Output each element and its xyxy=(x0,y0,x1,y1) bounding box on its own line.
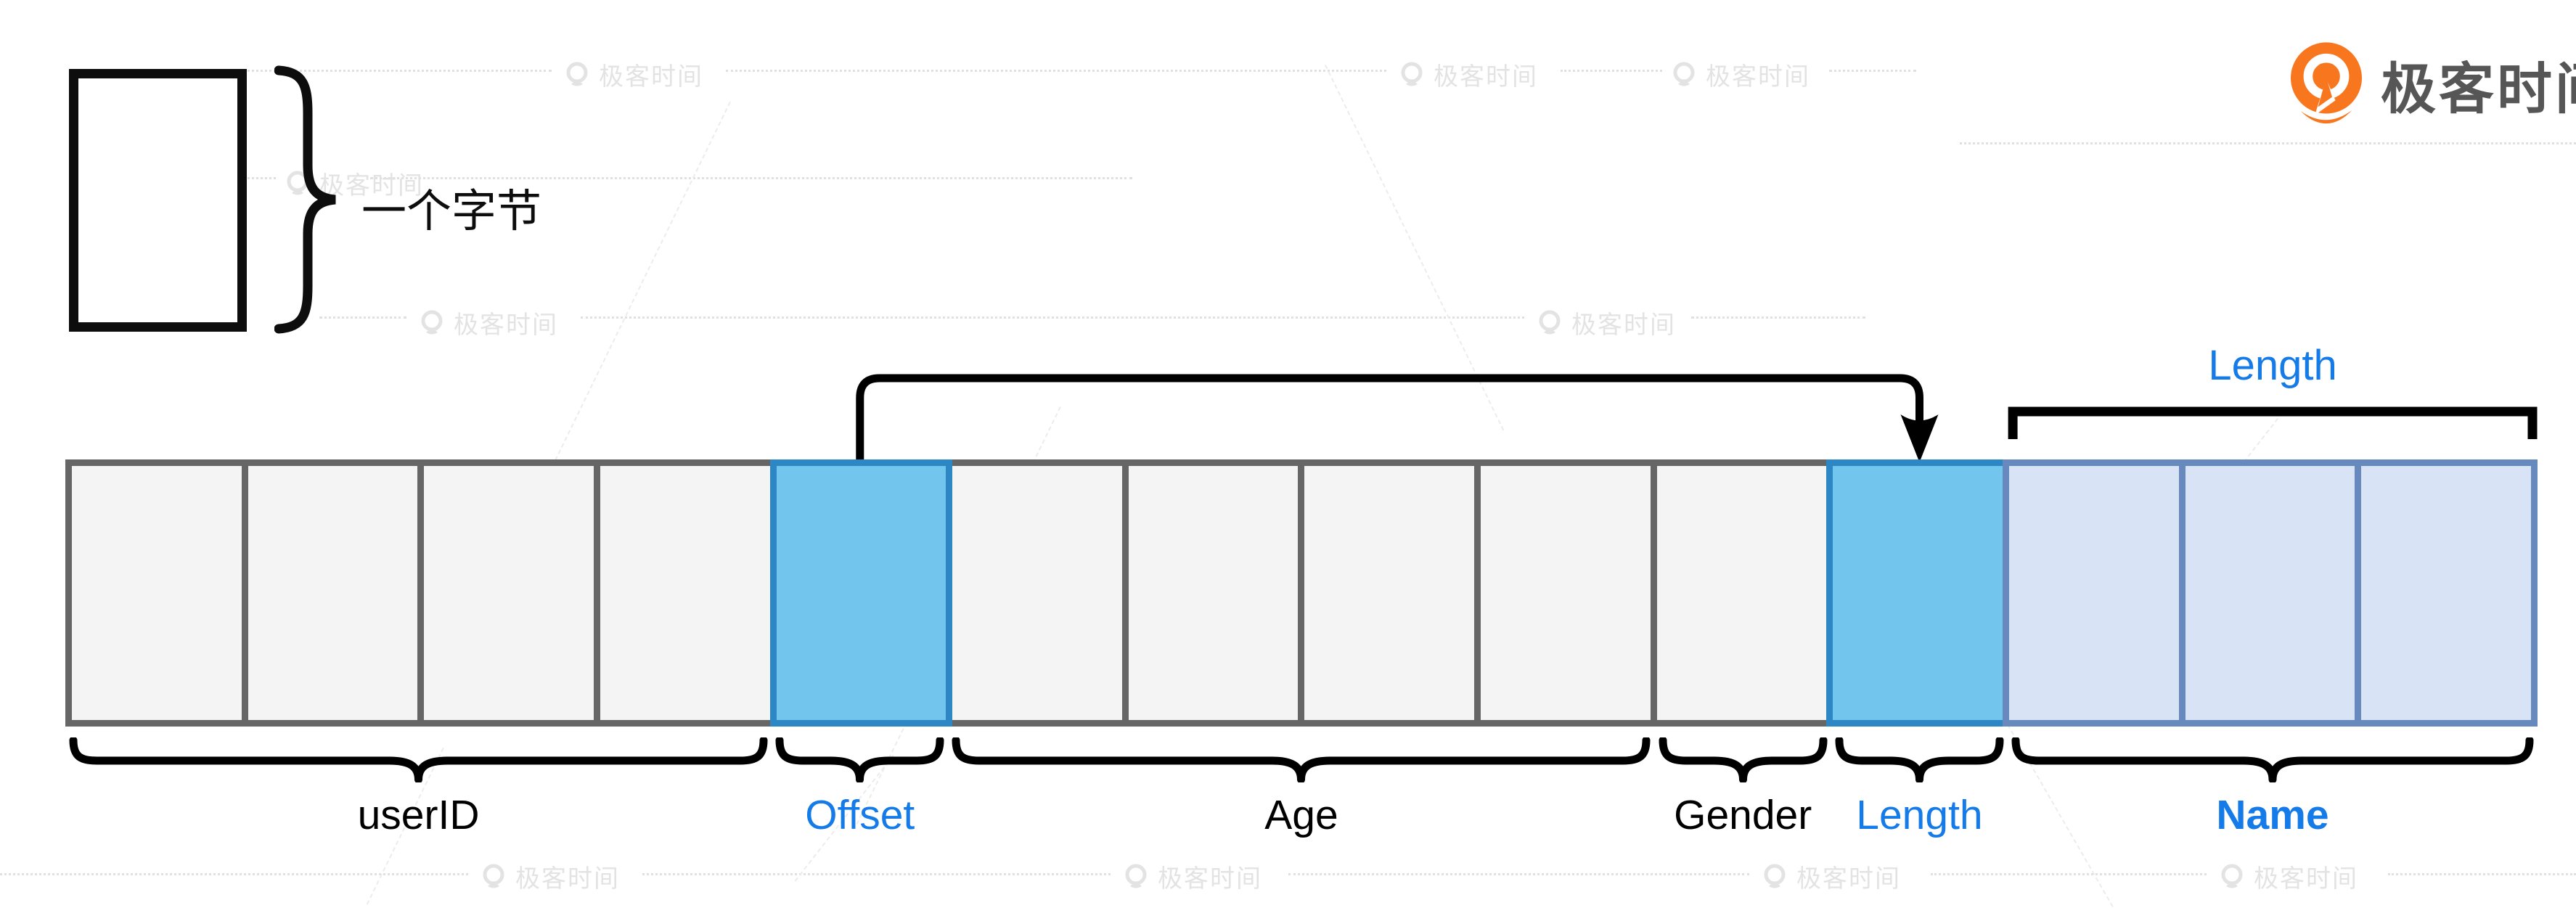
geektime-watermark-icon xyxy=(1673,62,1695,86)
one-byte-brace xyxy=(274,65,336,334)
byte-cell-name-2 xyxy=(2178,459,2362,727)
brand-logo: 极客时间 xyxy=(2285,41,2576,128)
geektime-watermark-icon xyxy=(2221,864,2243,888)
geektime-watermark-icon xyxy=(1401,62,1423,86)
geektime-logo-icon xyxy=(2290,42,2363,124)
field-group-userid: userID xyxy=(65,737,772,838)
byte-cell-userid-3 xyxy=(417,459,600,727)
dotted-guide-line xyxy=(1960,142,2576,144)
diagonal-guide-line xyxy=(1325,65,1505,431)
field-label-length: Length xyxy=(1856,792,1983,838)
dotted-guide-line xyxy=(581,316,1524,319)
byte-cell-age-4 xyxy=(1474,459,1657,727)
byte-cell-age-2 xyxy=(1121,459,1305,727)
geektime-watermark: 极客时间 xyxy=(1760,859,1901,894)
field-group-offset: Offset xyxy=(772,737,948,838)
geektime-watermark: 极客时间 xyxy=(1535,305,1676,340)
dotted-guide-line xyxy=(0,873,468,875)
byte-cell-name-3 xyxy=(2355,459,2538,727)
dotted-guide-line xyxy=(642,873,1111,875)
geektime-watermark: 极客时间 xyxy=(563,57,703,92)
watermark-text: 极客时间 xyxy=(1434,63,1538,91)
field-label-offset: Offset xyxy=(805,792,915,838)
underbrace-userid xyxy=(69,737,768,782)
underbrace-name xyxy=(2011,737,2534,782)
name-length-label: Length xyxy=(2208,342,2337,389)
geektime-watermark-icon xyxy=(1764,864,1786,888)
dotted-guide-line xyxy=(1829,70,1916,72)
one-byte-label: 一个字节 xyxy=(361,187,542,237)
field-group-gender: Gender xyxy=(1655,737,1831,838)
field-label-gender: Gender xyxy=(1674,792,1812,838)
field-group-age: Age xyxy=(948,737,1654,838)
dotted-guide-line xyxy=(1288,873,1749,875)
diagonal-guide-line xyxy=(532,102,731,507)
watermark-text: 极客时间 xyxy=(599,63,703,91)
field-group-name: Name xyxy=(2008,737,2538,838)
watermark-text: 极客时间 xyxy=(1571,311,1676,339)
dotted-guide-line xyxy=(726,70,1386,72)
watermark-text: 极客时间 xyxy=(515,865,620,893)
underbrace-length xyxy=(1835,737,2004,782)
watermark-text: 极客时间 xyxy=(454,311,558,339)
dotted-guide-line xyxy=(1931,873,2207,875)
watermark-text: 极客时间 xyxy=(2254,865,2358,893)
underbrace-offset xyxy=(775,737,944,782)
field-label-name: Name xyxy=(2216,792,2329,838)
watermark-text: 极客时间 xyxy=(1796,865,1901,893)
field-label-userid: userID xyxy=(357,792,480,838)
field-group-length: Length xyxy=(1831,737,2008,838)
dotted-guide-line xyxy=(2388,873,2576,875)
field-label-age: Age xyxy=(1264,792,1338,838)
underbrace-gender xyxy=(1659,737,1828,782)
dotted-guide-line xyxy=(1691,316,1865,319)
geektime-watermark-icon xyxy=(1125,864,1147,888)
byte-cell-age-1 xyxy=(946,459,1129,727)
geektime-watermark: 极客时间 xyxy=(417,305,558,340)
geektime-watermark-icon xyxy=(1539,310,1561,334)
geektime-watermark-icon xyxy=(421,310,443,334)
byte-cell-userid-4 xyxy=(593,459,777,727)
one-byte-cell xyxy=(69,69,247,332)
byte-cell-age-3 xyxy=(1298,459,1481,727)
watermark-text: 极客时间 xyxy=(1158,865,1262,893)
byte-cell-userid-1 xyxy=(65,459,248,727)
geektime-watermark: 极客时间 xyxy=(1397,57,1538,92)
geektime-watermark: 极客时间 xyxy=(1669,57,1810,92)
field-labels-row: userID Offset Age Gender Length Name xyxy=(65,737,2538,838)
geektime-watermark-icon xyxy=(483,864,504,888)
underbrace-age xyxy=(952,737,1651,782)
dotted-guide-line xyxy=(1561,70,1662,72)
brand-name: 极客时间 xyxy=(2381,59,2576,120)
geektime-watermark-icon xyxy=(566,62,588,86)
byte-cell-name-1 xyxy=(2002,459,2185,727)
byte-row xyxy=(65,459,2538,727)
geektime-watermark: 极客时间 xyxy=(479,859,620,894)
byte-cell-userid-2 xyxy=(241,459,425,727)
byte-cell-length-1 xyxy=(1826,459,2009,727)
byte-cell-offset-1 xyxy=(769,459,953,727)
byte-cell-gender-1 xyxy=(1650,459,1833,727)
watermark-text: 极客时间 xyxy=(1706,63,1810,91)
geektime-watermark: 极客时间 xyxy=(2217,859,2358,894)
geektime-watermark: 极客时间 xyxy=(1121,859,1262,894)
